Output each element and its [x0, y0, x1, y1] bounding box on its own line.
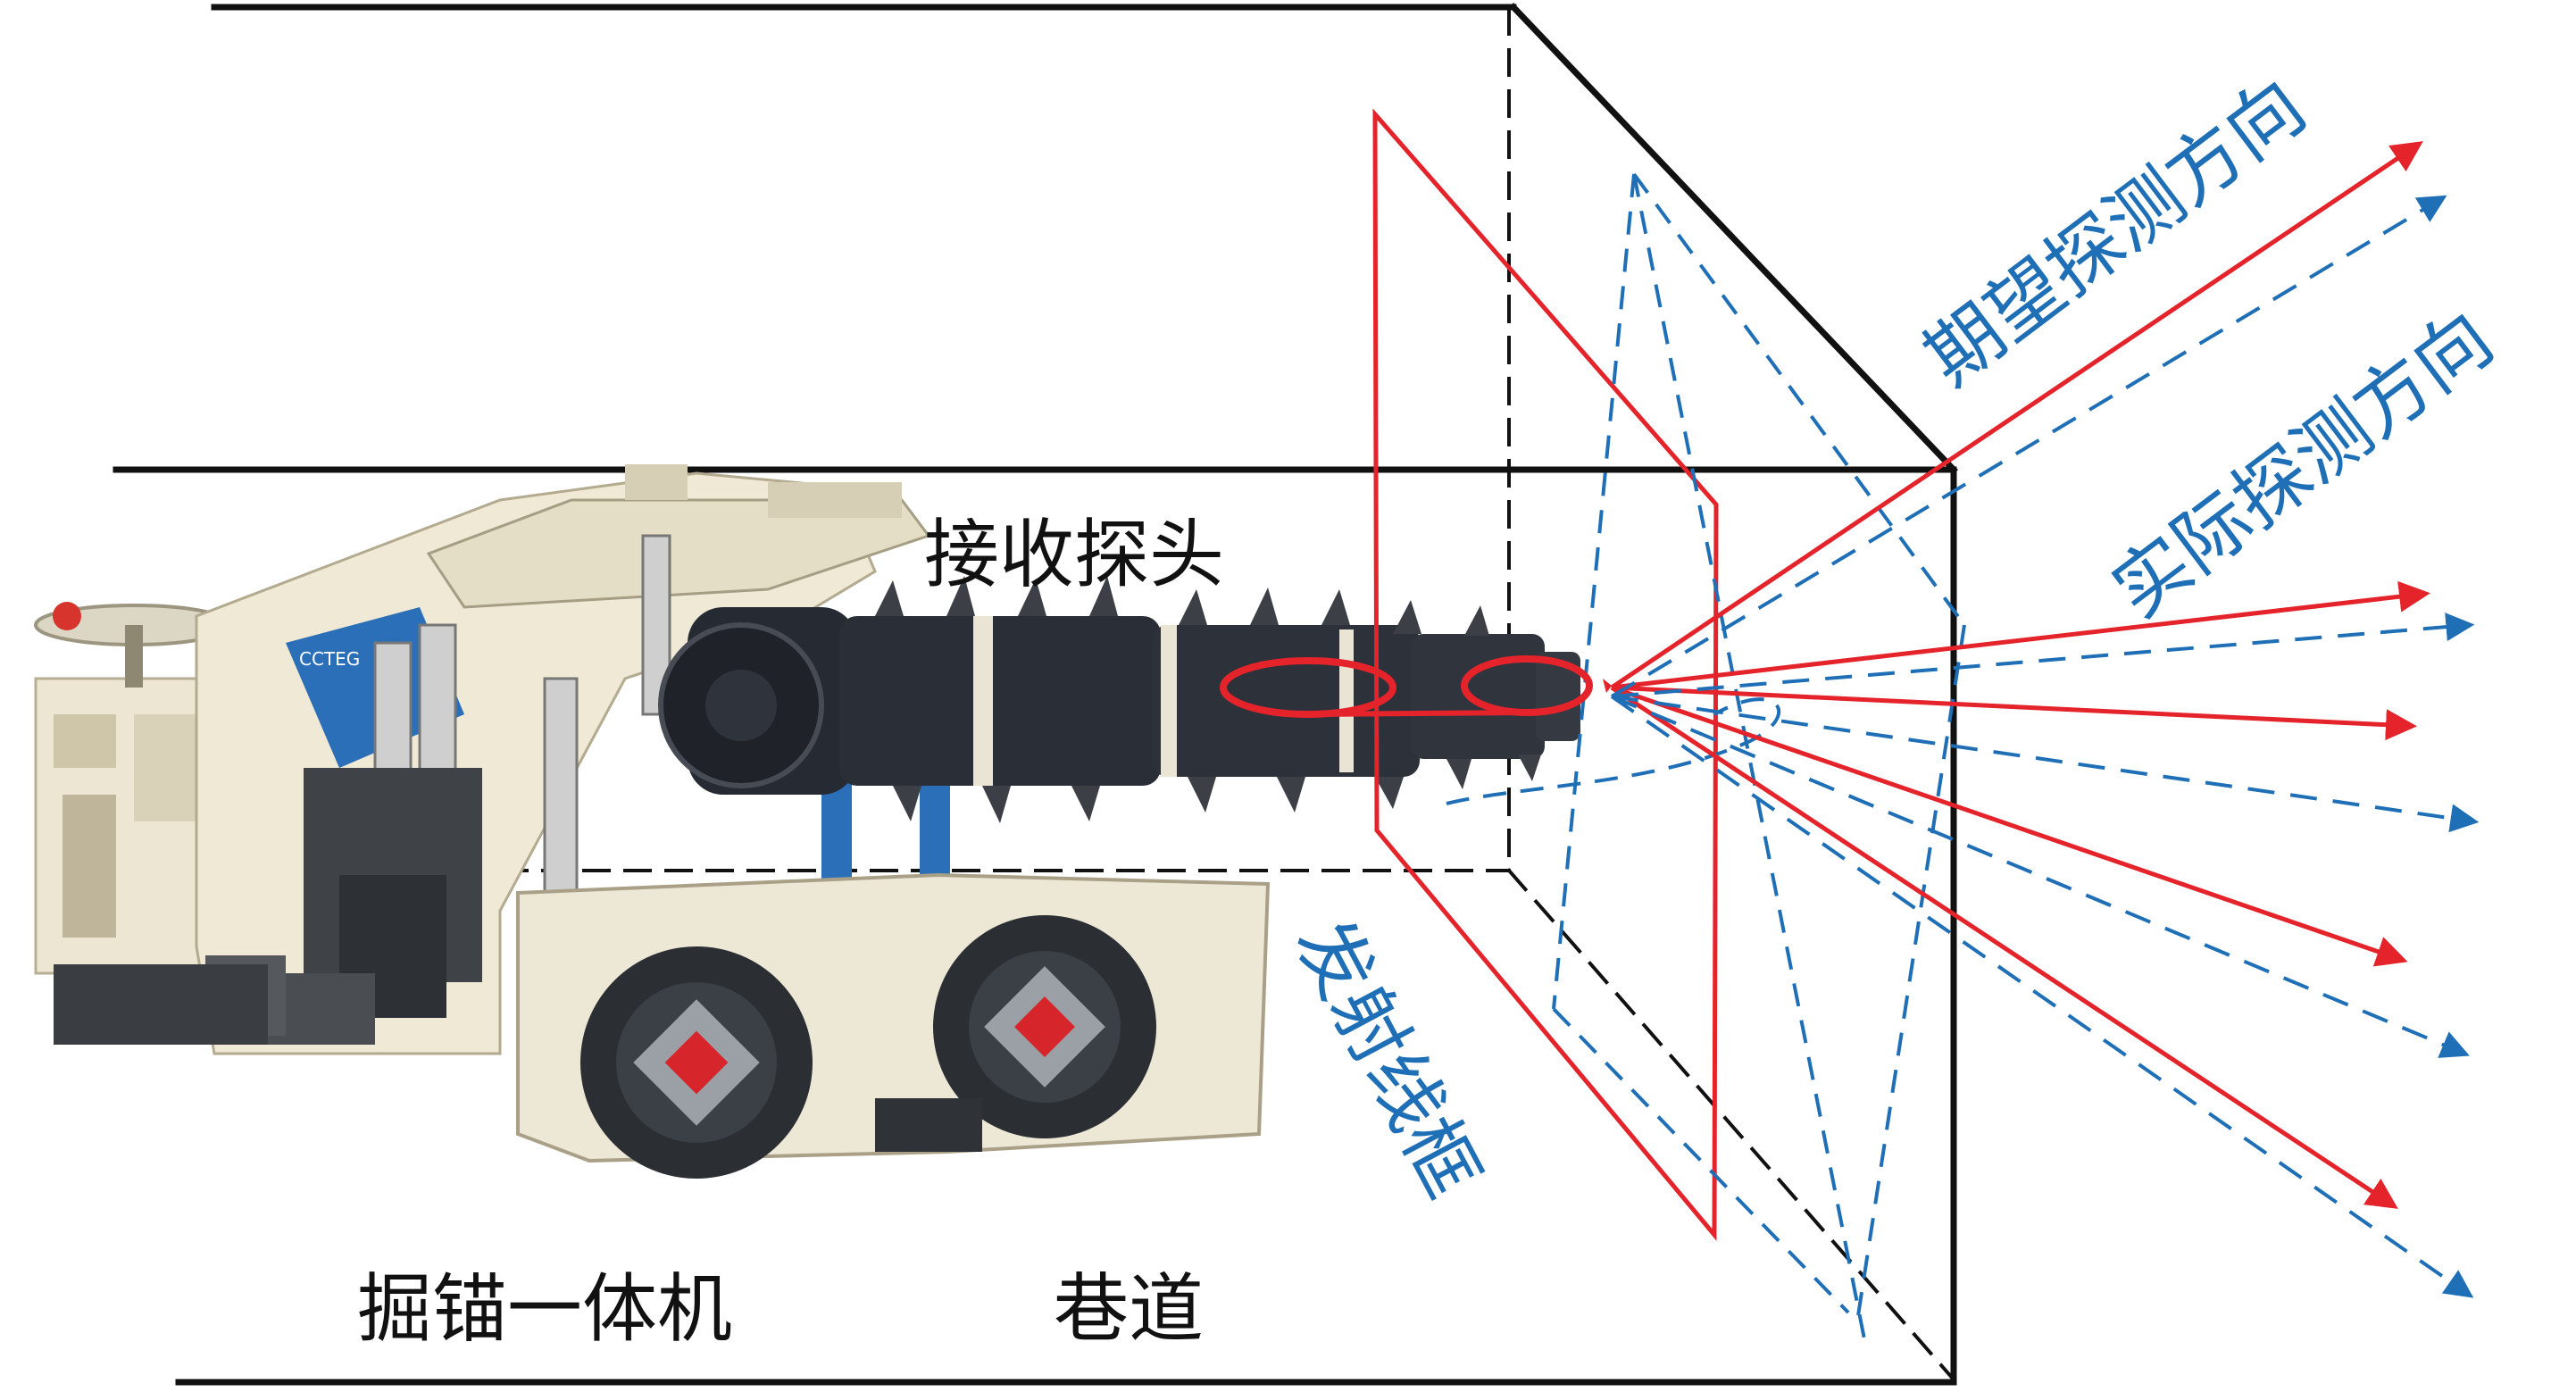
machine-canopy [426, 498, 931, 609]
actual-direction-rays [1610, 195, 2480, 1298]
actual-ray-4 [1611, 695, 2470, 1058]
roadway-top-diagonal [1509, 3, 1958, 474]
actual-ray-3 [1611, 695, 2480, 833]
expected-ray-4 [1611, 685, 2408, 967]
label-machine: 掘锚一体机 [357, 1265, 732, 1353]
expected-ray-1 [1610, 141, 2423, 690]
actual-frame-blue [1446, 172, 1966, 1349]
machine-illustration: CCTEG [34, 464, 1580, 1179]
receiver-probe-origin [1603, 679, 1612, 693]
gathering-disc-right-icon [933, 915, 1156, 1138]
roadway-hidden-floor-diagonal [1506, 868, 1956, 1382]
label-actual-direction: 实际探测方向 [2097, 294, 2509, 635]
svg-text:CCTEG: CCTEG [299, 648, 360, 670]
expected-ray-3 [1611, 685, 2417, 741]
gathering-disc-left-icon [580, 946, 813, 1179]
receiver-probe-coils [1220, 655, 1593, 718]
actual-ray-2 [1611, 613, 2475, 698]
label-receiver-probe: 接收探头 [924, 511, 1224, 598]
expected-ray-2 [1611, 580, 2430, 690]
cutter-drum [658, 576, 1580, 823]
emission-frame-red [1372, 108, 1719, 1241]
machine-crawler [54, 964, 268, 1045]
label-roadway: 巷道 [1054, 1265, 1204, 1353]
expected-direction-rays [1610, 141, 2430, 1209]
actual-ray-1 [1610, 195, 2447, 698]
expected-ray-5 [1610, 685, 2398, 1209]
label-expected-direction: 期望探测方向 [1909, 62, 2322, 403]
label-emission-frame: 发射线框 [1279, 904, 1496, 1211]
warning-light-icon [53, 602, 81, 630]
actual-ray-5 [1610, 695, 2474, 1298]
